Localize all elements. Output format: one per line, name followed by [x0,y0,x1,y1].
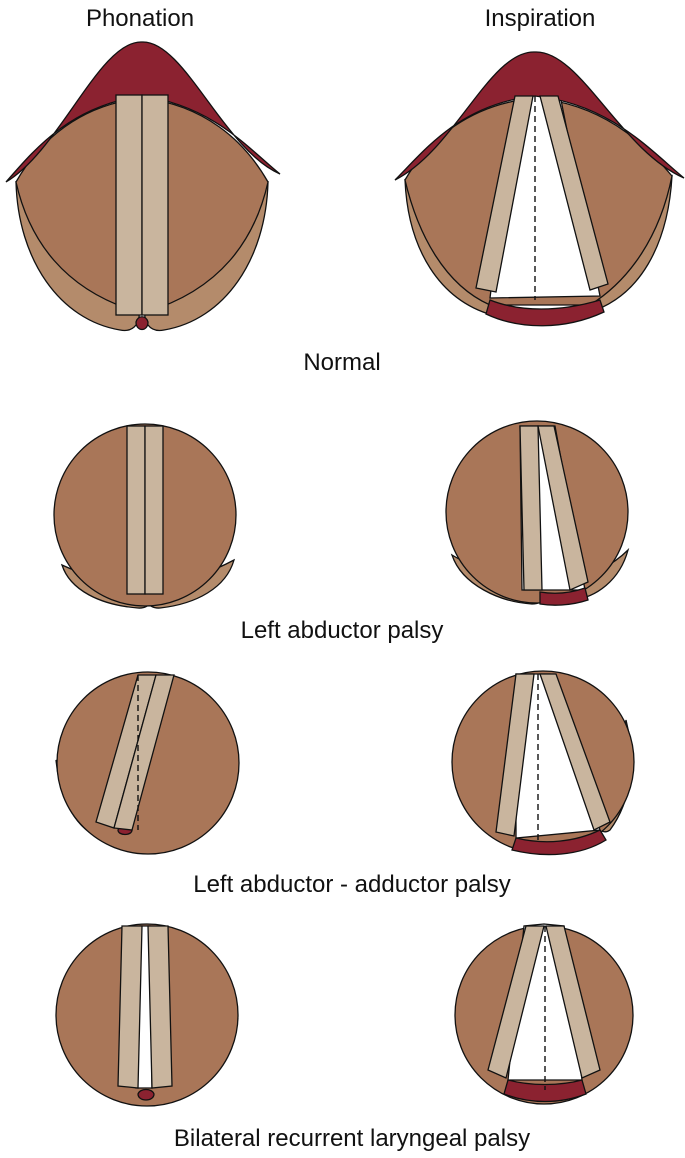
epiglottis-mucosa [394,51,685,181]
vocal-fold-left [126,425,146,595]
bilateral-palsy-inspiration-larynx [454,923,634,1105]
caption-bilateral-recurrent-laryngeal-palsy: Bilateral recurrent laryngeal palsy [174,1125,530,1152]
commissure-mucosa [137,1088,155,1101]
normal-inspiration-larynx [394,51,685,327]
caption-left-abductor-adductor-palsy: Left abductor - adductor palsy [193,871,511,898]
vocal-fold-right [537,425,589,591]
left-abductor-adductor-palsy-phonation-larynx [55,671,240,855]
left-abductor-palsy-inspiration-larynx [445,420,630,606]
left-abductor-adductor-palsy-inspiration-larynx [451,670,635,856]
vocal-fold-right [545,925,601,1079]
bilateral-palsy-phonation-larynx [55,923,239,1107]
vocal-fold-right [144,425,164,595]
caption-normal: Normal [303,349,380,376]
vocal-fold-left [495,673,535,837]
vocal-fold-left [487,925,545,1079]
interarytenoid-mucosa [511,829,607,856]
vocal-fold-right [147,925,173,1089]
normal-phonation-larynx [5,41,281,332]
vocal-fold-left [519,425,543,591]
interarytenoid-mucosa [485,299,605,327]
vocal-fold-left [475,95,534,293]
vocal-fold-right [141,94,169,316]
column-header-inspiration: Inspiration [485,5,596,32]
vocal-fold-left [117,925,143,1089]
left-abductor-palsy-phonation-larynx [53,423,237,609]
caption-left-abductor-palsy: Left abductor palsy [241,617,444,644]
vocal-fold-right [539,95,609,291]
commissure-mucosa [135,316,149,331]
vocal-fold-left [115,94,143,316]
vocal-fold-right [539,673,611,831]
interarytenoid-mucosa [503,1079,587,1103]
vocal-fold-right [113,674,175,831]
epiglottis-mucosa [5,41,281,183]
column-header-phonation: Phonation [86,5,194,32]
interarytenoid-mucosa [539,587,589,606]
